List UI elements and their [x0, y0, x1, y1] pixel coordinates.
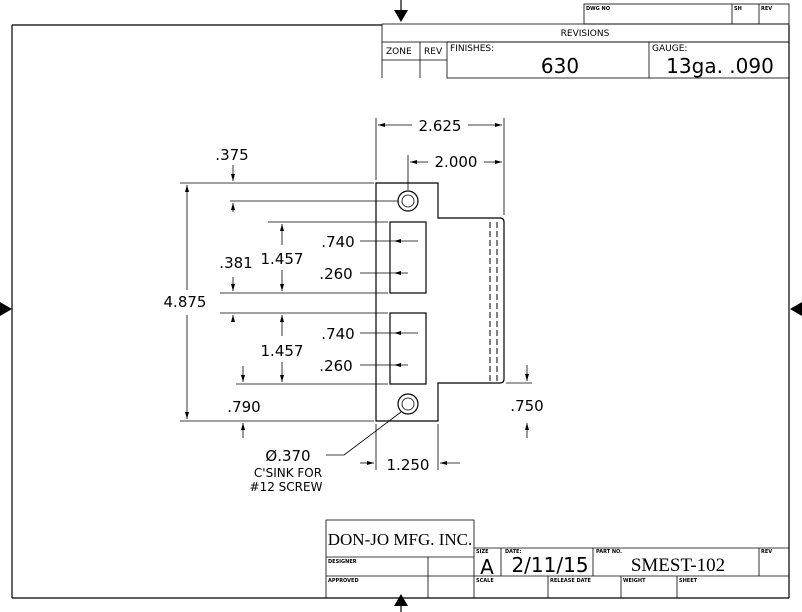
rev-column: REV [424, 47, 443, 57]
dimension-arrowhead [394, 271, 401, 275]
right-center-arrow [790, 302, 802, 316]
dimension-arrowhead [280, 224, 284, 231]
gauge-value: 13ga. .090 [666, 54, 774, 78]
title-block [325, 519, 789, 599]
part-outline [375, 182, 505, 422]
dimension-arrowhead [495, 123, 502, 127]
dim-hole-center: 1.250 [387, 456, 430, 474]
dimension-arrowhead [367, 461, 374, 465]
dimension-arrowhead [394, 239, 401, 243]
hole-note-line2: #12 SCREW [250, 480, 323, 494]
dimension-arrowhead [394, 331, 401, 335]
scale-label: SCALE [476, 578, 494, 584]
hole-note-line1: C'SINK FOR [254, 466, 322, 480]
dimension-arrowhead [231, 284, 235, 291]
upper-slot [389, 221, 427, 294]
dim-slot2-a: .740 [321, 325, 354, 343]
dimension-arrowhead [410, 160, 417, 164]
dim-slot1-b: .260 [319, 265, 352, 283]
bottom-hole-countersink [401, 397, 415, 411]
size-label: SIZE [476, 549, 489, 555]
dimension-arrowhead [525, 423, 529, 430]
sh-label: SH [734, 6, 742, 12]
rev-label: REV [761, 6, 772, 12]
part-no-label: PART NO. [596, 549, 622, 555]
drawing-labels: DWG NO SH REV REVISIONS ZONE REV FINISHES: 630 G… [164, 6, 774, 584]
dim-tab-offset: .750 [510, 397, 543, 415]
dim-overall-height: 4.875 [164, 293, 207, 311]
dim-top-hole-offset: .375 [215, 146, 248, 164]
dim-slot2-height: 1.457 [261, 342, 304, 360]
bottom-center-arrow [394, 594, 408, 606]
date-value: 2/11/15 [511, 553, 588, 577]
dwg-no-label: DWG NO [586, 6, 610, 12]
strike-plate-part [375, 182, 505, 422]
weight-label: WEIGHT [623, 578, 646, 584]
sheet-label: SHEET [679, 578, 698, 584]
dim-slot1-a: .740 [321, 233, 354, 251]
dimension-arrowhead [394, 363, 401, 367]
dim-slot-gap: .381 [219, 254, 252, 272]
dimension-lines [180, 118, 532, 470]
dimension-arrowhead [525, 374, 529, 381]
gauge-label: GAUGE: [652, 44, 687, 54]
dimension-arrowhead [280, 284, 284, 291]
dimension-arrowhead [185, 185, 189, 192]
dimension-arrowhead [440, 461, 447, 465]
dimension-arrowhead [280, 315, 284, 322]
top-center-arrow [394, 10, 408, 22]
dimension-arrowhead [231, 315, 235, 322]
size-value: A [480, 555, 494, 579]
dimension-arrowhead [231, 203, 235, 210]
left-center-arrow [0, 302, 12, 316]
bottom-screw-hole [397, 393, 419, 415]
dimension-arrowhead [378, 123, 385, 127]
header-cell [583, 3, 790, 25]
dimension-arrowhead [495, 160, 502, 164]
dimension-line [343, 411, 402, 456]
top-screw-hole [397, 190, 419, 212]
top-hole-countersink [401, 194, 415, 208]
lower-slot [389, 312, 427, 385]
dimension-arrowhead [241, 375, 245, 382]
company-name: DON-JO MFG. INC. [328, 530, 473, 549]
date-label: DATE: [505, 549, 521, 555]
title-rev-label: REV [761, 549, 772, 555]
dim-bottom-hole-offset: .790 [227, 398, 260, 416]
title-cell [325, 519, 475, 599]
zone-column: ZONE [386, 47, 412, 57]
finishes-label: FINISHES: [450, 44, 494, 54]
revisions-title: REVISIONS [561, 29, 610, 39]
release-date-label: RELEASE DATE [550, 578, 592, 584]
designer-label: DESIGNER [328, 559, 357, 565]
revisions-block [381, 3, 790, 79]
approved-label: APPROVED [328, 578, 359, 584]
dimension-arrowhead [280, 375, 284, 382]
dimension-arrowhead [241, 423, 245, 430]
part-no-value: SMEST-102 [631, 555, 725, 576]
hole-diameter: Ø.370 [265, 447, 310, 465]
dimension-arrowhead [185, 412, 189, 419]
dim-slot2-b: .260 [319, 357, 352, 375]
finishes-value: 630 [541, 54, 579, 78]
dim-slot1-height: 1.457 [261, 250, 304, 268]
dim-overall-width: 2.625 [419, 117, 462, 135]
dimension-arrowhead [231, 174, 235, 181]
dim-notch-width: 2.000 [435, 153, 478, 171]
